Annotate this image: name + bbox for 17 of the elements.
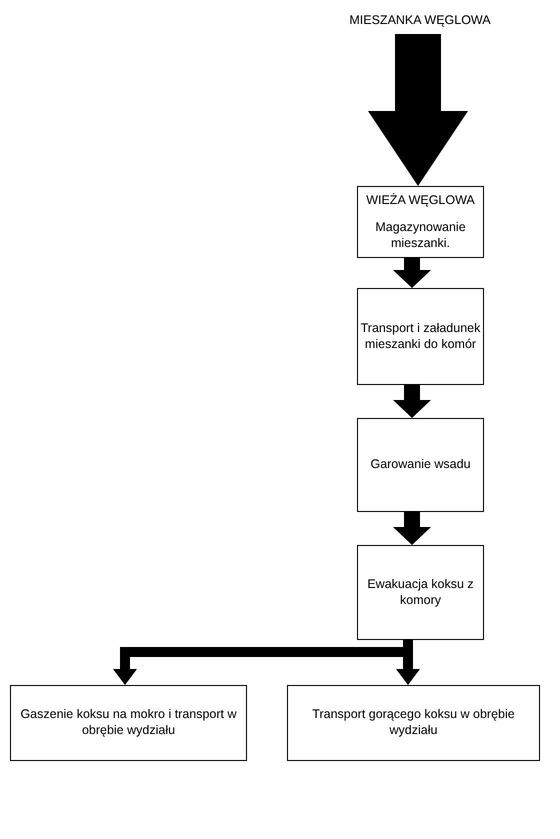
box-text: Transport i załadunek mieszanki do komór bbox=[360, 320, 481, 352]
process-box bbox=[357, 418, 484, 512]
process-box bbox=[287, 685, 540, 761]
box-text: Magazynowanie mieszanki. bbox=[374, 220, 467, 252]
arrow bbox=[393, 258, 431, 288]
box-text: Gaszenie koksu na mokro i transport w obrębie wydziału bbox=[19, 707, 238, 739]
arrow bbox=[368, 34, 468, 186]
box-text: WIEŻA WĘGLOWA bbox=[366, 192, 475, 208]
process-box bbox=[357, 545, 484, 640]
process-box bbox=[10, 685, 247, 761]
box-text: Garowanie wsadu bbox=[370, 457, 471, 473]
box-text: Transport gorącego koksu w obrębie wydziału bbox=[311, 707, 516, 739]
arrow bbox=[393, 385, 431, 418]
process-box bbox=[357, 186, 484, 258]
process-box bbox=[357, 288, 484, 385]
box-text: Ewakuacja koksu z komory bbox=[366, 576, 475, 608]
box-text: MIESZANKA WĘGLOWA bbox=[349, 13, 491, 29]
